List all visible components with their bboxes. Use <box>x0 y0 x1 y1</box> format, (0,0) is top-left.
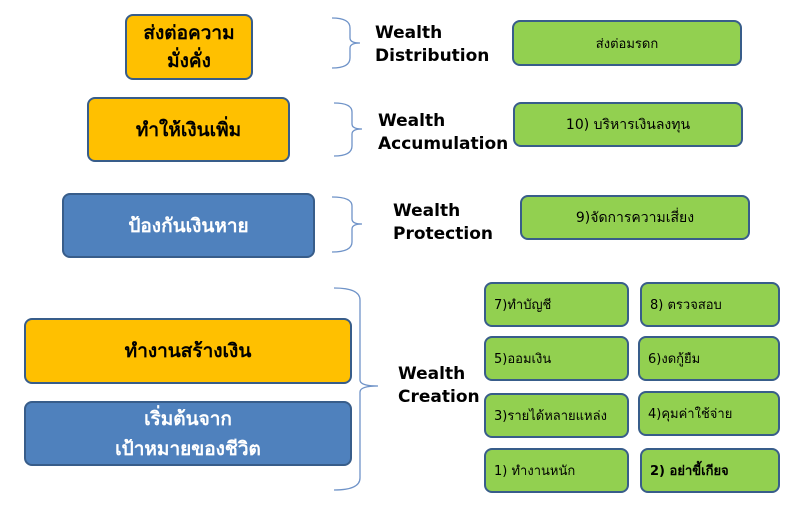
brace-distribution <box>331 17 361 69</box>
box-text: ทำงานสร้างเงิน <box>124 340 252 362</box>
brace-accumulation <box>333 102 363 157</box>
box-text: เป้าหมายของชีวิต <box>115 437 261 460</box>
box-wealth-distribution: ส่งต่อความ มั่งคั่ง <box>125 14 253 80</box>
step-1: 1) ทำงานหนัก <box>484 448 629 493</box>
box-text: ส่งต่อความ <box>143 22 235 44</box>
step-8: 8) ตรวจสอบ <box>640 282 780 327</box>
box-work: ทำงานสร้างเงิน <box>24 318 352 384</box>
box-text: มั่งคั่ง <box>167 50 211 72</box>
step-10: 10) บริหารเงินลงทุน <box>513 102 743 147</box>
brace-creation <box>333 287 379 491</box>
step-6: 6)งดกู้ยืม <box>638 336 780 381</box>
step-3: 3)รายได้หลายแหล่ง <box>484 393 629 438</box>
box-text: ป้องกันเงินหาย <box>128 214 249 237</box>
step-7: 7)ทำบัญชี <box>484 282 629 327</box>
box-wealth-protection: ป้องกันเงินหาย <box>62 193 315 258</box>
box-wealth-accumulation: ทำให้เงินเพิ่ม <box>87 97 290 162</box>
box-text: เริ่มต้นจาก <box>144 407 232 430</box>
box-start: เริ่มต้นจาก เป้าหมายของชีวิต <box>24 401 352 466</box>
step-inherit: ส่งต่อมรดก <box>512 20 742 66</box>
step-4: 4)คุมค่าใช้จ่าย <box>638 391 780 436</box>
box-text: ทำให้เงินเพิ่ม <box>135 118 242 141</box>
step-5: 5)ออมเงิน <box>484 336 629 381</box>
brace-protection <box>331 196 363 253</box>
step-2: 2) อย่าขี้เกียจ <box>640 448 780 493</box>
step-9: 9)จัดการความเสี่ยง <box>520 195 750 240</box>
